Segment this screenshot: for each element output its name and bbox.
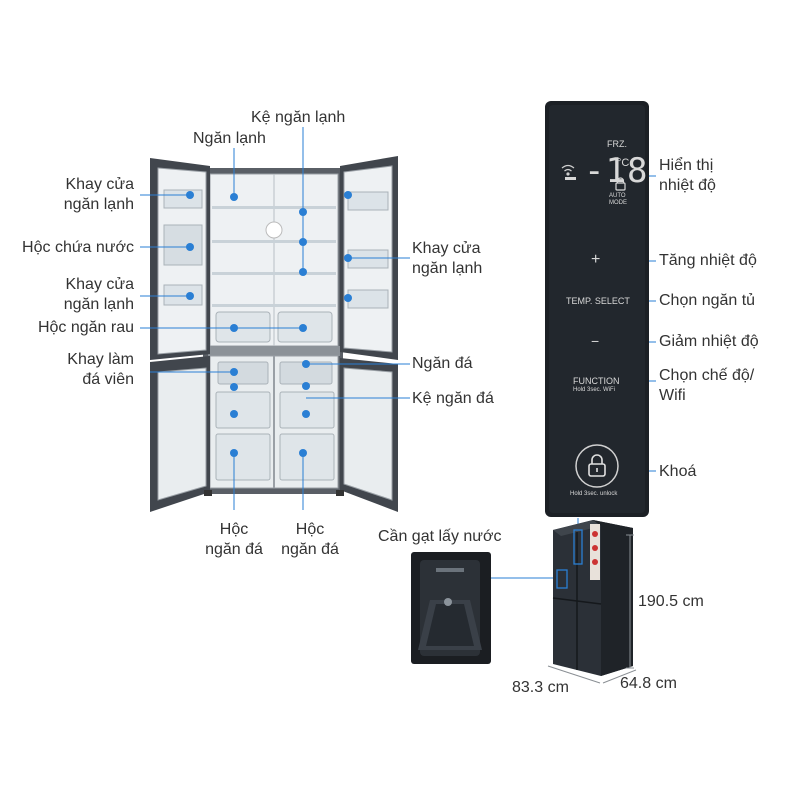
label-line: Chọn chế độ/ bbox=[659, 367, 755, 384]
label-khay-cua-ngan-lanh-right: Khay cửa ngăn lạnh bbox=[412, 239, 482, 279]
auto-mode-line: MODE bbox=[609, 200, 627, 206]
label-line: ngăn lạnh bbox=[63, 296, 134, 313]
label-tang-nhiet-do: Tăng nhiệt độ bbox=[659, 252, 757, 269]
marker-dot bbox=[186, 292, 194, 300]
label-line: ngăn đá bbox=[281, 541, 339, 558]
open-fridge-illustration bbox=[150, 156, 398, 512]
label-line: Khay cửa bbox=[412, 240, 481, 257]
water-dispenser-inset bbox=[411, 552, 491, 664]
dimension-lines bbox=[547, 534, 637, 684]
label-line: đá viên bbox=[82, 371, 134, 388]
label-line: Hộc bbox=[295, 521, 325, 538]
label-line: Khay làm bbox=[67, 351, 134, 368]
marker-dot bbox=[299, 449, 307, 457]
label-line: ngăn lạnh bbox=[63, 196, 134, 213]
label-giam-nhiet-do: Giảm nhiệt độ bbox=[659, 333, 759, 350]
lock-hint: Hold 3sec. unlock bbox=[570, 491, 618, 497]
label-line: Khay cửa bbox=[65, 176, 134, 193]
marker-dot bbox=[299, 324, 307, 332]
label-line: ngăn đá bbox=[205, 541, 263, 558]
display-minus-segment bbox=[565, 177, 576, 180]
label-chon-ngan-tu: Chọn ngăn tủ bbox=[659, 292, 756, 309]
label-line: Wifi bbox=[659, 387, 686, 404]
temp-select-button[interactable]: TEMP. SELECT bbox=[566, 296, 630, 306]
label-khay-lam-da-vien: Khay làm đá viên bbox=[40, 350, 134, 390]
marker-dot bbox=[230, 324, 238, 332]
label-line: Hiển thị bbox=[659, 157, 714, 174]
auto-mode-indicator: AUTO MODE bbox=[609, 193, 627, 207]
display-mode: FRZ. bbox=[607, 139, 627, 149]
label-khoa: Khoá bbox=[659, 463, 697, 480]
lock-icon bbox=[588, 454, 606, 477]
label-line: ngăn lạnh bbox=[412, 260, 483, 277]
display-lock-icon bbox=[615, 177, 626, 191]
label-khay-cua-ngan-lanh-2: Khay cửa ngăn lạnh bbox=[40, 275, 134, 315]
label-ke-ngan-lanh: Kệ ngăn lạnh bbox=[251, 109, 346, 126]
marker-dot bbox=[299, 238, 307, 246]
label-chon-che-do-wifi: Chọn chế độ/ Wifi bbox=[659, 366, 754, 406]
dimension-width: 83.3 cm bbox=[512, 679, 569, 696]
increase-temp-button[interactable]: + bbox=[591, 251, 601, 268]
wifi-icon bbox=[561, 164, 575, 176]
function-button[interactable]: FUNCTION bbox=[573, 376, 620, 386]
marker-dot bbox=[302, 360, 310, 368]
label-hoc-chua-nuoc: Hộc chứa nước bbox=[22, 239, 134, 256]
label-line: nhiệt độ bbox=[659, 177, 716, 194]
marker-dot bbox=[302, 410, 310, 418]
temperature-display: -18 bbox=[584, 151, 649, 191]
label-khay-cua-ngan-lanh-1: Khay cửa ngăn lạnh bbox=[40, 175, 134, 215]
label-can-gat-lay-nuoc: Cần gạt lấy nước bbox=[378, 528, 502, 545]
marker-dot bbox=[230, 368, 238, 376]
label-hien-thi-nhiet-do: Hiển thị nhiệt độ bbox=[659, 156, 716, 196]
marker-dot bbox=[230, 449, 238, 457]
marker-dot bbox=[299, 208, 307, 216]
closed-fridge-illustration bbox=[552, 520, 633, 676]
marker-dot bbox=[344, 294, 352, 302]
function-hint: Hold 3sec. WiFi bbox=[573, 387, 616, 393]
marker-dot bbox=[344, 191, 352, 199]
label-hoc-ngan-da-left: Hộc ngăn đá bbox=[190, 520, 278, 560]
marker-dot bbox=[186, 243, 194, 251]
marker-dot bbox=[186, 191, 194, 199]
label-line: Hộc bbox=[219, 521, 249, 538]
auto-mode-line: AUTO bbox=[609, 193, 626, 199]
decrease-temp-button[interactable]: − bbox=[591, 333, 600, 349]
label-ngan-lanh: Ngăn lạnh bbox=[193, 130, 266, 147]
marker-dots bbox=[186, 191, 352, 457]
label-ke-ngan-da: Kệ ngăn đá bbox=[412, 390, 494, 407]
label-hoc-ngan-da-right: Hộc ngăn đá bbox=[266, 520, 354, 560]
lock-button[interactable] bbox=[575, 444, 619, 488]
label-ngan-da: Ngăn đá bbox=[412, 355, 473, 372]
marker-dot bbox=[302, 382, 310, 390]
label-hoc-ngan-rau: Hộc ngăn rau bbox=[37, 319, 134, 336]
marker-dot bbox=[230, 410, 238, 418]
marker-dot bbox=[344, 254, 352, 262]
display-unit: °C bbox=[617, 157, 630, 169]
marker-dot bbox=[230, 193, 238, 201]
control-panel bbox=[545, 101, 649, 517]
marker-dot bbox=[230, 383, 238, 391]
label-line: Khay cửa bbox=[65, 276, 134, 293]
dimension-height: 190.5 cm bbox=[638, 593, 704, 610]
dimension-depth: 64.8 cm bbox=[620, 675, 677, 692]
marker-dot bbox=[299, 268, 307, 276]
